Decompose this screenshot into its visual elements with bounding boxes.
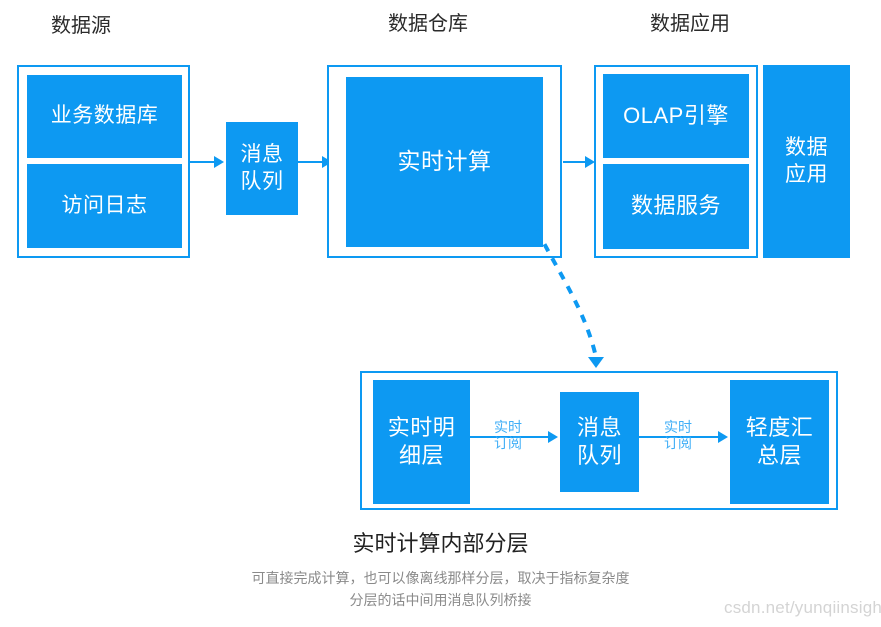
section-title-data-application: 数据应用 — [650, 13, 730, 35]
data-application-panel: OLAP引擎 数据服务 — [594, 65, 758, 258]
data-source-panel: 业务数据库 访问日志 — [17, 65, 190, 258]
box-label: 访问日志 — [61, 193, 148, 217]
box-label-line-1: 轻度汇 — [745, 414, 814, 440]
dashed-curve-compute-to-layers — [535, 229, 598, 358]
arrow-line-mq-to-dws — [639, 436, 720, 438]
olap-engine-box[interactable]: OLAP引擎 — [603, 74, 749, 161]
data-source-box-business-db[interactable]: 业务数据库 — [27, 75, 182, 161]
box-label-line-1: 数据 — [785, 135, 828, 159]
edge-label-real-time-subscribe-1: 实时 订阅 — [480, 419, 536, 451]
data-source-box-access-log[interactable]: 访问日志 — [27, 164, 182, 248]
message-queue-box[interactable]: 消息 队列 — [226, 122, 298, 215]
edge-label-real-time-subscribe-2: 实时 订阅 — [650, 419, 706, 451]
box-label-line-2: 队列 — [240, 169, 284, 193]
internal-layering-panel: 实时明 细层 实时 订阅 消息 队列 实时 订阅 轻度汇 总层 — [360, 371, 838, 510]
box-label-line-2: 细层 — [398, 443, 444, 468]
note-line-2: 分层的话中间用消息队列桥接 — [349, 592, 532, 608]
box-label-line-1: 实时明 — [387, 414, 456, 440]
box-label: OLAP引擎 — [623, 102, 729, 128]
section-title-data-warehouse: 数据仓库 — [388, 13, 468, 35]
data-application-box[interactable]: 数据 应用 — [763, 65, 850, 258]
arrowhead-source-to-queue — [214, 156, 224, 168]
data-service-box[interactable]: 数据服务 — [603, 164, 749, 249]
arrow-line-dwd-to-mq — [470, 436, 550, 438]
layer-box-message-queue[interactable]: 消息 队列 — [560, 392, 639, 492]
watermark-text: csdn.net/yunqiinsight — [724, 598, 881, 617]
real-time-compute-box[interactable]: 实时计算 — [346, 77, 543, 247]
edge-label-line-1: 实时 — [664, 419, 692, 435]
arrowhead-dashed-to-layers — [588, 357, 604, 368]
section-title-data-source: 数据源 — [51, 15, 111, 37]
note-line-1: 可直接完成计算，也可以像离线那样分层，取决于指标复杂度 — [251, 570, 630, 586]
box-label: 实时计算 — [397, 148, 492, 175]
arrowhead-warehouse-to-app — [585, 156, 595, 168]
data-warehouse-panel: 实时计算 — [327, 65, 562, 258]
box-label-line-2: 队列 — [576, 443, 622, 468]
layer-box-real-time-detail[interactable]: 实时明 细层 — [373, 380, 470, 504]
box-label-line-2: 总层 — [756, 443, 802, 468]
edge-label-line-1: 实时 — [494, 419, 522, 435]
layer-box-light-summary[interactable]: 轻度汇 总层 — [730, 380, 829, 504]
internal-layering-title: 实时计算内部分层 — [352, 531, 529, 556]
box-label-line-1: 消息 — [576, 414, 622, 440]
arrowhead-dwd-to-mq — [548, 431, 558, 443]
edge-label-line-2: 订阅 — [494, 435, 522, 451]
arrowhead-mq-to-dws — [718, 431, 728, 443]
edge-label-line-2: 订阅 — [664, 435, 692, 451]
box-label: 数据服务 — [630, 193, 721, 219]
internal-layering-note: 可直接完成计算，也可以像离线那样分层，取决于指标复杂度 分层的话中间用消息队列桥… — [0, 567, 881, 611]
box-label-line-1: 消息 — [240, 142, 284, 166]
box-label-line-2: 应用 — [785, 162, 828, 186]
arrow-line-warehouse-to-app — [563, 161, 587, 163]
box-label: 业务数据库 — [50, 104, 159, 128]
arrow-line-source-to-queue — [190, 161, 216, 163]
arrow-line-queue-to-compute — [298, 161, 324, 163]
